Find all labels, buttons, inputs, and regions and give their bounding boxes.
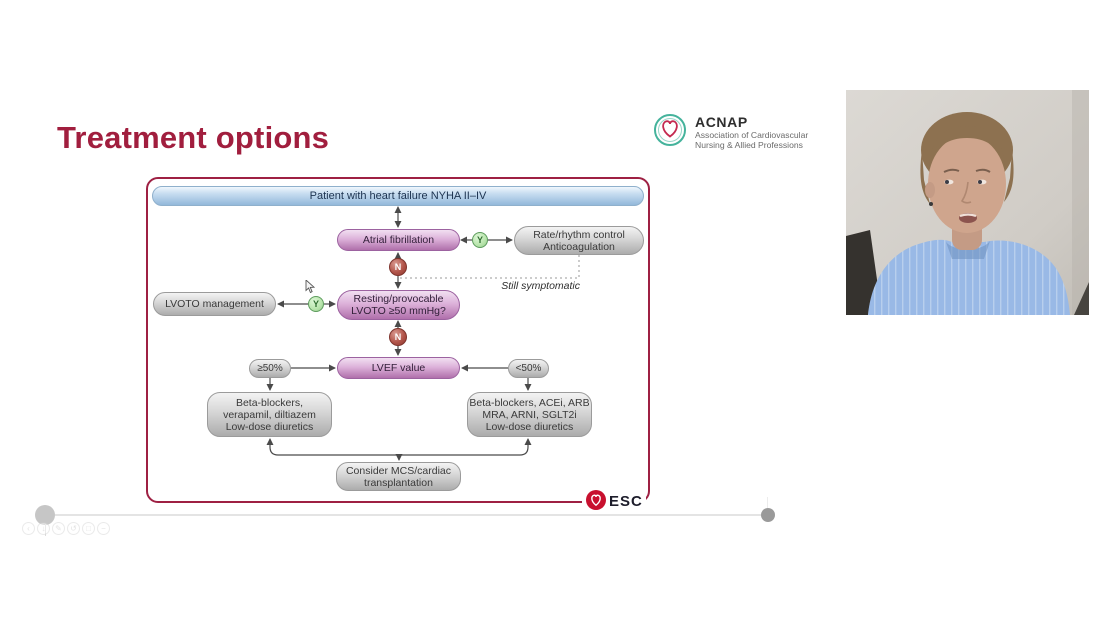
acnap-name: ACNAP: [695, 114, 748, 130]
treatment-left-line1: Beta-blockers,: [235, 396, 304, 409]
resting-line1: Resting/provocable: [353, 293, 444, 305]
decision-no-af: N: [389, 258, 407, 276]
slide-title: Treatment options: [57, 120, 330, 155]
back-button[interactable]: ‹: [22, 522, 35, 535]
decision-yes-af: Y: [472, 232, 488, 248]
treatment-flowchart: Patient with heart failure NYHA II–IV At…: [146, 177, 650, 514]
flowchart-connectors: [266, 206, 580, 461]
esc-heart-icon: [585, 489, 607, 514]
node-consider-mcs: Consider MCS/cardiac transplantation: [336, 462, 461, 491]
treatment-left-line2: verapamil, diltiazem: [223, 408, 316, 421]
decision-no-lvoto: N: [389, 328, 407, 346]
node-lvef-ge50: ≥50%: [249, 359, 291, 378]
progress-bar[interactable]: [55, 514, 761, 516]
node-lvef-value: LVEF value: [337, 357, 460, 379]
rate-rhythm-line1: Rate/rhythm control: [533, 228, 625, 241]
frame-button[interactable]: □: [82, 522, 95, 535]
rotate-icon: ↺: [70, 523, 77, 533]
mcs-line2: transplantation: [364, 476, 433, 489]
node-resting-provocable-lvoto: Resting/provocable LVOTO ≥50 mmHg?: [337, 290, 460, 320]
treatment-right-line2: MRA, ARNI, SGLT2i: [482, 408, 577, 421]
node-treatment-preserved-ef: Beta-blockers, verapamil, diltiazem Low-…: [207, 392, 332, 437]
treatment-right-line1: Beta-blockers, ACEi, ARB: [469, 396, 590, 409]
decision-yes-lvoto: Y: [308, 296, 324, 312]
resting-line2: LVOTO ≥50 mmHg?: [351, 305, 446, 317]
pen-button[interactable]: ✎: [52, 522, 65, 535]
esc-logo: ESC: [582, 489, 646, 514]
mouse-cursor: [305, 280, 315, 294]
node-lvoto-management: LVOTO management: [153, 292, 276, 316]
acnap-heart-icon: [652, 112, 688, 153]
acnap-subtitle-2: Nursing & Allied Professions: [695, 140, 803, 150]
minus-icon: −: [101, 523, 106, 533]
acnap-subtitle-1: Association of Cardiovascular: [695, 130, 809, 140]
presenter-webcam: [846, 90, 1089, 315]
node-treatment-reduced-ef: Beta-blockers, ACEi, ARB MRA, ARNI, SGLT…: [467, 392, 592, 437]
node-lvef-lt50: <50%: [508, 359, 549, 378]
treatment-right-line3: Low-dose diuretics: [485, 420, 574, 433]
still-symptomatic-label: Still symptomatic: [501, 280, 580, 292]
node-rate-rhythm-control: Rate/rhythm control Anticoagulation: [514, 226, 644, 255]
node-patient-heart-failure: Patient with heart failure NYHA II–IV: [152, 186, 644, 206]
arrow-down-button[interactable]: ↓: [37, 522, 50, 535]
progress-end-dot[interactable]: [761, 508, 775, 522]
node-atrial-fibrillation: Atrial fibrillation: [337, 229, 460, 251]
rotate-button[interactable]: ↺: [67, 522, 80, 535]
mcs-line1: Consider MCS/cardiac: [345, 464, 452, 477]
frame-icon: □: [86, 523, 91, 533]
treatment-left-line3: Low-dose diuretics: [225, 420, 314, 433]
presenter-illustration: [846, 90, 1089, 315]
acnap-logo: ACNAP Association of Cardiovascular Nurs…: [652, 112, 808, 153]
playhead-handle[interactable]: [35, 505, 55, 525]
pen-icon: ✎: [55, 523, 62, 533]
back-icon: ‹: [27, 523, 30, 533]
esc-label: ESC: [609, 493, 643, 510]
rate-rhythm-line2: Anticoagulation: [543, 240, 615, 253]
progress-marker-line: [767, 497, 768, 508]
arrow-down-icon: ↓: [41, 523, 46, 533]
minus-button[interactable]: −: [97, 522, 110, 535]
annotation-toolbar: ‹ ↓ ✎ ↺ □ −: [22, 522, 110, 535]
